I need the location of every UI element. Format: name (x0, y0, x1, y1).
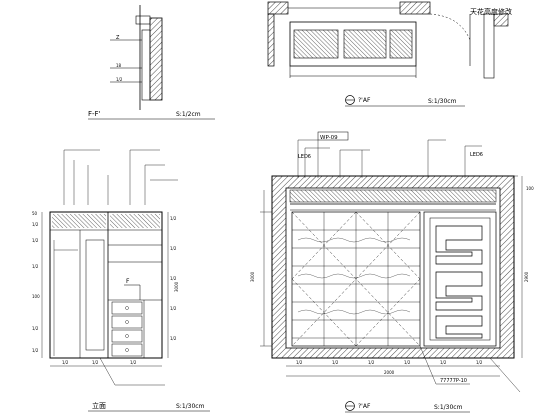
section-note-2: 1/2 (116, 77, 123, 82)
wp-tag: WP-09 (320, 135, 338, 141)
left-total-height: 3000 (174, 281, 179, 292)
section-note-1: 18 (116, 63, 122, 68)
dim-side-7: 1/2 (32, 348, 39, 353)
dim-side-5: 100 (32, 294, 40, 299)
section-note-z: Z (116, 35, 120, 41)
right-dim-b5: 1/2 (440, 360, 447, 365)
right-total-height: 3000 (250, 271, 255, 282)
left-elevation-title: 立面 (92, 401, 106, 410)
section-scale: S:1/2cm (176, 111, 201, 118)
dim-side-6: 1/2 (32, 326, 39, 331)
left-elevation: F 50 1/2 1/2 1/2 100 1/2 1/2 1/2 1/2 1/2… (32, 149, 210, 412)
right-elevation-scale: S:1/30cm (434, 404, 463, 411)
dim-right-1: 1/2 (170, 216, 177, 221)
dim-side-4: 1/2 (32, 264, 39, 269)
right-dim-b3: 1/2 (368, 360, 375, 365)
dim-bottom-2: 1/2 (92, 360, 99, 365)
dim-right-3: 1/2 (170, 276, 177, 281)
right-dim-b1: 1/2 (296, 360, 303, 365)
dim-side-3: 1/2 (32, 238, 39, 243)
plan-scale: S:1/30cm (428, 98, 457, 105)
right-dim-100: 100 (526, 186, 534, 191)
right-elevation-title: ?'AF (358, 403, 371, 410)
dim-bottom-3: 1/2 (130, 360, 137, 365)
right-height-2900: 2900 (524, 271, 529, 282)
plan-view: 天花高度修改 ?'AF S:1/30cm (267, 1, 512, 107)
dim-bottom-1: 1/2 (62, 360, 69, 365)
dim-right-5: 1/2 (170, 336, 177, 341)
left-elevation-scale: S:1/30cm (176, 403, 205, 410)
dim-side-2: 1/2 (32, 222, 39, 227)
dim-side-1: 50 (32, 211, 38, 216)
revision-note: 天花高度修改 (470, 7, 512, 16)
mark-p10: 77777P-10 (440, 378, 467, 384)
dim-right-4: 1/2 (170, 306, 177, 311)
led-right: LED6 (470, 152, 483, 158)
right-dim-b4: 1/2 (404, 360, 411, 365)
led-left: LED6 (298, 154, 311, 160)
dim-right-2: 1/2 (170, 246, 177, 251)
right-dim-total: 2000 (384, 370, 395, 375)
right-dim-b6: 1/2 (476, 360, 483, 365)
right-dim-b2: 1/2 (332, 360, 339, 365)
right-elevation: WP-09 LED6 LED6 300 (250, 131, 534, 413)
plan-title: ?'AF (358, 97, 371, 104)
cut-label: F (126, 278, 130, 285)
section-title: F-F' (88, 110, 101, 118)
section-detail: Z 18 1/2 F-F' S:1/2cm (88, 5, 215, 120)
